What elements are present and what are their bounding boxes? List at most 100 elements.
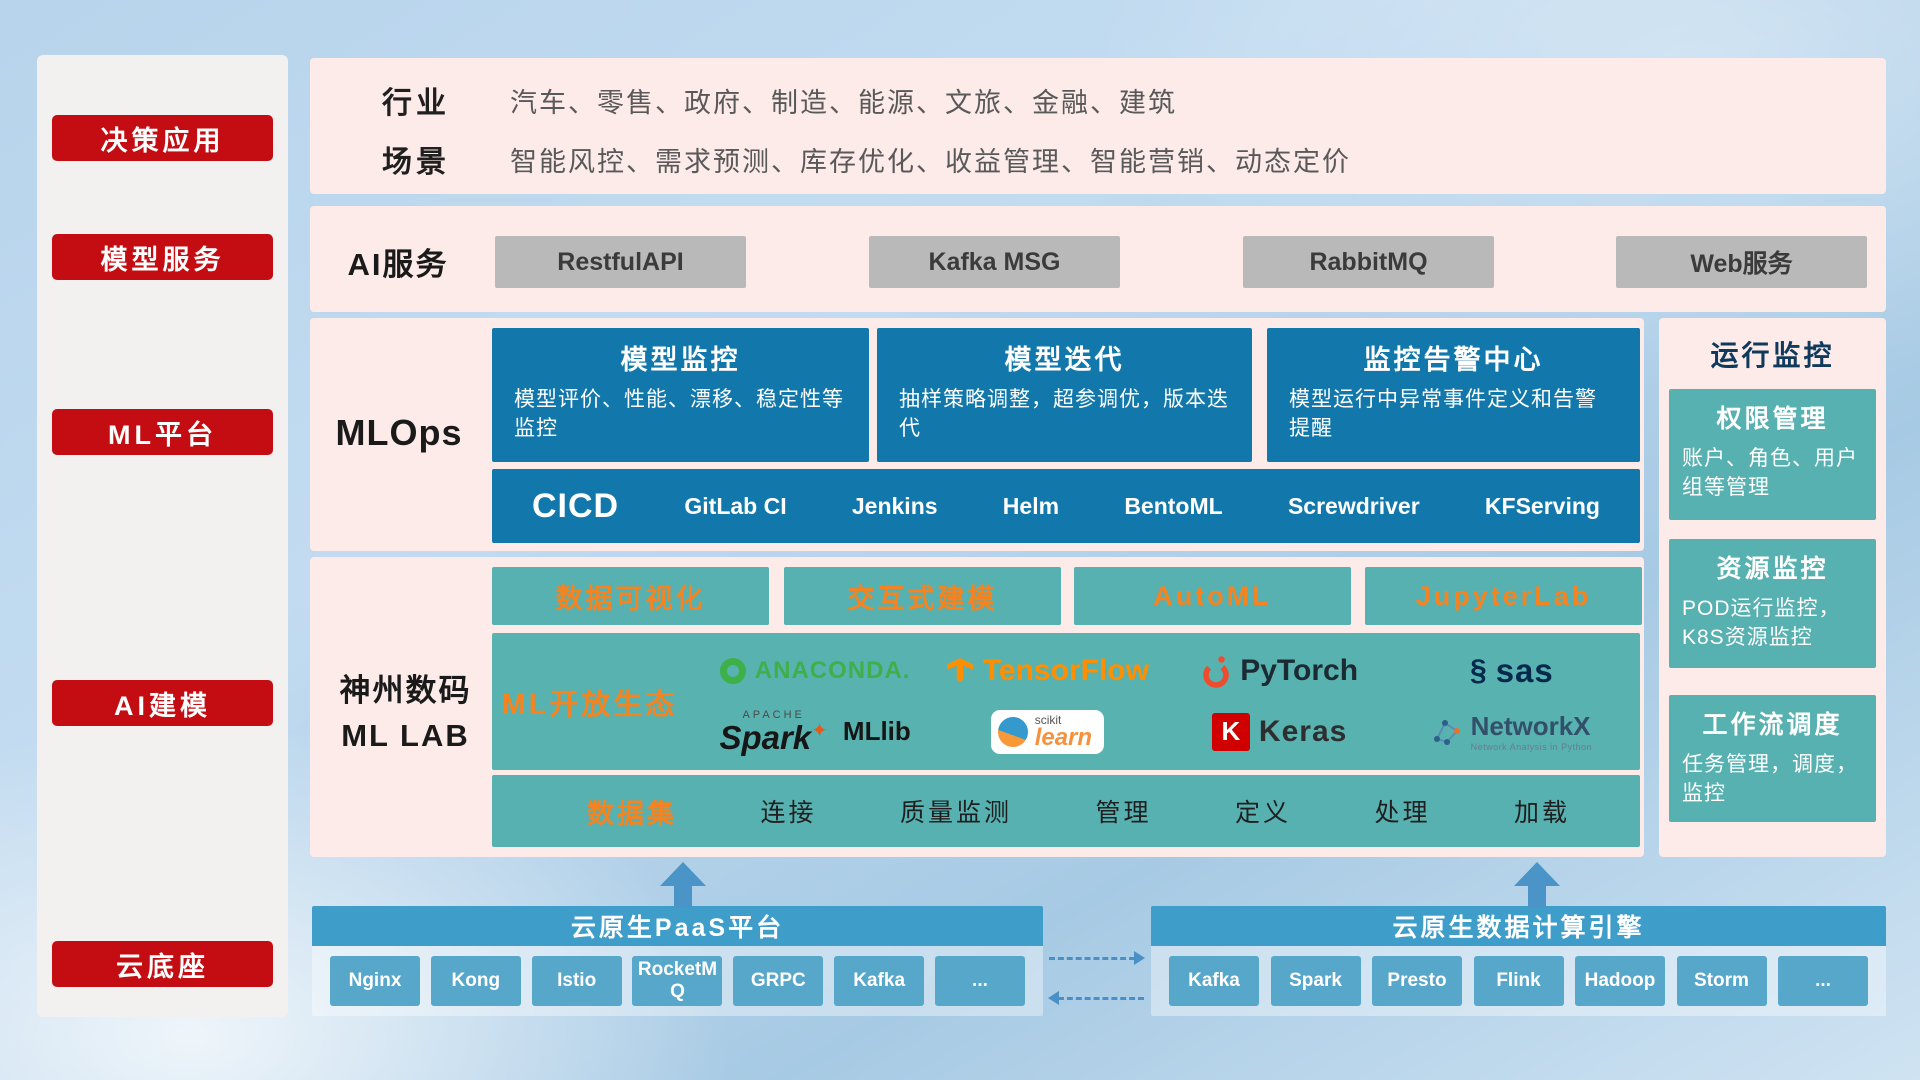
- dataset-item-quality: 质量监测: [899, 799, 1012, 827]
- layer-tag-model-service: 模型服务: [52, 234, 273, 280]
- tech-chip-more: ...: [1778, 956, 1868, 1006]
- paas-platform-header: 云原生PaaS平台: [312, 906, 1043, 946]
- cicd-title: CICD: [532, 486, 620, 525]
- cicd-item-gitlab-ci: GitLab CI: [684, 492, 787, 519]
- card-desc: 抽样策略调整，超参调优，版本迭代: [899, 388, 1229, 441]
- dataset-title: 数据集: [587, 798, 677, 829]
- anaconda-logo: ANACONDA.: [719, 657, 911, 685]
- dataset-item-connect: 连接: [760, 799, 817, 827]
- scikit-learn-logo: scikit learn: [990, 709, 1105, 754]
- ai-service-label: AI服务: [347, 247, 449, 282]
- card-desc: 账户、角色、用户组等管理: [1682, 447, 1858, 500]
- card-workflow-scheduling: 工作流调度 任务管理，调度，监控: [1669, 695, 1876, 822]
- tensorflow-icon: [946, 658, 973, 683]
- tech-chip-kong: Kong: [430, 956, 521, 1006]
- api-chip-rabbitmq: RabbitMQ: [1243, 236, 1494, 288]
- layer-tag-ai-modeling: AI建模: [52, 680, 273, 726]
- dataset-item-load: 加载: [1513, 799, 1570, 827]
- eco-label: ML开放生态: [501, 688, 678, 721]
- industry-list: 汽车、零售、政府、制造、能源、文旅、金融、建筑: [510, 88, 1177, 118]
- eco-logo-grid: ANACONDA. TensorFlow PyTorch §: [687, 633, 1640, 770]
- up-arrow-stem: [1528, 885, 1546, 908]
- networkx-logo: NetworkX Network Analysis in Python: [1432, 710, 1593, 752]
- card-desc: POD运行监控，K8S资源监控: [1682, 597, 1841, 650]
- pytorch-wordmark: PyTorch: [1240, 654, 1359, 688]
- panel-ml-lab: 神州数码 ML LAB 数据可视化 交互式建模 AutoML JupyterLa…: [310, 557, 1644, 857]
- scenario-label: 场景: [382, 146, 450, 179]
- anaconda-icon: [719, 658, 746, 685]
- card-desc: 任务管理，调度，监控: [1682, 753, 1858, 806]
- ml-lab-label-line2: ML LAB: [341, 717, 470, 753]
- tech-chip-flink: Flink: [1473, 956, 1564, 1006]
- up-arrow-icon: [1514, 862, 1560, 886]
- spark-wordmark: APACHE Spark✦: [719, 708, 828, 756]
- tech-chip-hadoop: Hadoop: [1575, 956, 1665, 1006]
- cicd-item-helm: Helm: [1002, 492, 1060, 519]
- api-chip-restfulapi: RestfulAPI: [495, 236, 746, 288]
- cicd-item-bentoml: BentoML: [1124, 492, 1223, 519]
- cicd-item-kfserving: KFServing: [1484, 492, 1600, 519]
- spark-star-icon: ✦: [811, 719, 828, 742]
- tech-chip-istio: Istio: [531, 956, 622, 1006]
- card-permission-management: 权限管理 账户、角色、用户组等管理: [1669, 389, 1876, 520]
- left-category-rail: 决策应用 模型服务 ML平台 AI建模 云底座: [37, 55, 288, 1017]
- spark-name-text: Spark✦: [719, 718, 828, 756]
- panel-mlops: MLOps 模型监控 模型评价、性能、漂移、稳定性等监控 模型迭代 抽样策略调整…: [310, 318, 1644, 551]
- dashed-flow-right: [1049, 957, 1135, 960]
- cicd-bar: CICD GitLab CI Jenkins Helm BentoML Scre…: [492, 469, 1640, 543]
- tech-chip-grpc: GRPC: [733, 956, 824, 1006]
- up-arrow-icon: [660, 862, 706, 886]
- dataset-bar: 数据集 连接 质量监测 管理 定义 处理 加载: [492, 775, 1640, 847]
- panel-ai-service: AI服务 RestfulAPI Kafka MSG RabbitMQ Web服务: [310, 206, 1886, 312]
- card-desc: 模型评价、性能、漂移、稳定性等监控: [514, 388, 844, 441]
- card-alert-center: 监控告警中心 模型运行中异常事件定义和告警提醒: [1267, 328, 1640, 462]
- networkx-icon: [1433, 719, 1460, 745]
- panel-industry-scenario: 行业 汽车、零售、政府、制造、能源、文旅、金融、建筑 场景 智能风控、需求预测、…: [310, 58, 1886, 194]
- card-title: 模型监控: [620, 345, 741, 375]
- networkx-wordmark: NetworkX: [1470, 710, 1591, 741]
- runtime-monitoring-title: 运行监控: [1710, 340, 1835, 371]
- scikit-learn-text: learn: [1034, 723, 1093, 751]
- ml-lab-label-line1: 神州数码: [339, 673, 472, 708]
- tool-chip-automl: AutoML: [1074, 567, 1351, 625]
- cicd-item-jenkins: Jenkins: [851, 492, 938, 519]
- data-engine-chips: Kafka Spark Presto Flink Hadoop Storm ..…: [1151, 946, 1886, 1016]
- ml-lab-label: 神州数码 ML LAB: [328, 669, 483, 759]
- industry-label: 行业: [382, 87, 450, 120]
- card-title: 资源监控: [1716, 555, 1829, 583]
- mllib-wordmark: MLlib: [842, 716, 911, 747]
- pytorch-icon: [1203, 656, 1229, 688]
- dataset-item-define: 定义: [1234, 799, 1291, 827]
- panel-runtime-monitoring: 运行监控 权限管理 账户、角色、用户组等管理 资源监控 POD运行监控，K8S资…: [1659, 318, 1886, 857]
- keras-icon: K: [1211, 712, 1250, 751]
- anaconda-wordmark: ANACONDA.: [754, 657, 911, 685]
- dashed-arrowhead-left-icon: [1048, 991, 1059, 1005]
- scikit-top-text: scikit: [1034, 712, 1062, 727]
- card-title: 模型迭代: [1004, 345, 1125, 375]
- up-arrow-stem: [674, 885, 692, 908]
- scikit-learn-badge: scikit learn: [990, 709, 1105, 754]
- card-title: 工作流调度: [1702, 711, 1843, 739]
- keras-wordmark: Keras: [1258, 714, 1348, 748]
- networkx-subtitle: Network Analysis in Python: [1470, 741, 1593, 752]
- tech-chip-kafka: Kafka: [834, 956, 925, 1006]
- layer-tag-decision-apps: 决策应用: [52, 115, 273, 161]
- data-engine-header: 云原生数据计算引擎: [1151, 906, 1886, 946]
- scenario-list: 智能风控、需求预测、库存优化、收益管理、智能营销、动态定价: [510, 147, 1351, 177]
- card-desc: 模型运行中异常事件定义和告警提醒: [1289, 388, 1597, 441]
- api-chip-web-service: Web服务: [1616, 236, 1867, 288]
- sas-logo: § sas: [1470, 652, 1554, 690]
- card-model-iteration: 模型迭代 抽样策略调整，超参调优，版本迭代: [877, 328, 1252, 462]
- card-title: 监控告警中心: [1363, 345, 1544, 375]
- tool-chip-jupyterlab: JupyterLab: [1365, 567, 1642, 625]
- ml-open-ecosystem-band: ML开放生态 ANACONDA. TensorFlow: [492, 633, 1640, 770]
- dashed-flow-left: [1058, 997, 1144, 1000]
- spark-apache-text: APACHE: [742, 708, 805, 721]
- tech-chip-rocketmq: RocketMQ: [632, 956, 723, 1006]
- dataset-item-process: 处理: [1374, 799, 1431, 827]
- card-resource-monitoring: 资源监控 POD运行监控，K8S资源监控: [1669, 539, 1876, 668]
- tech-chip-more: ...: [934, 956, 1025, 1006]
- dashed-arrowhead-right-icon: [1134, 951, 1145, 965]
- api-chip-kafka-msg: Kafka MSG: [869, 236, 1120, 288]
- tensorflow-logo: TensorFlow: [946, 654, 1149, 688]
